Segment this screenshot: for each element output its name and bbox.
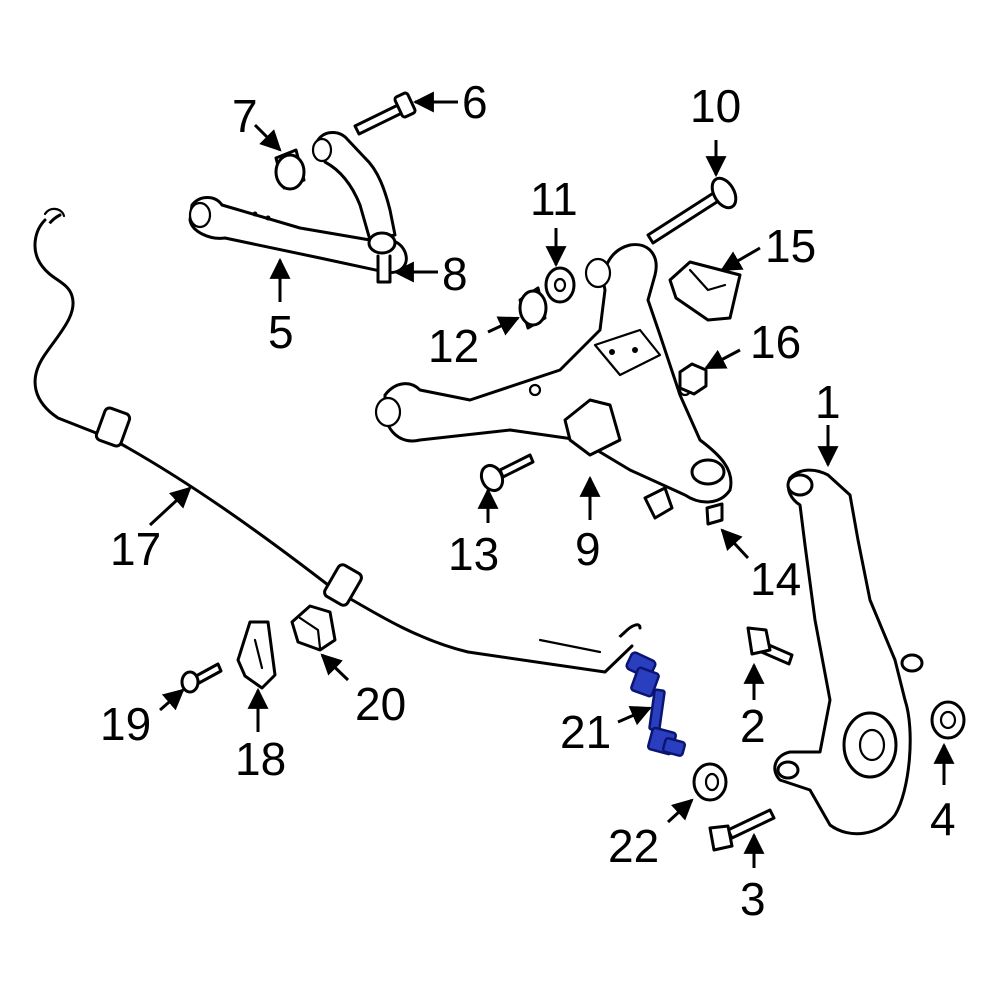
- stabilizer-bracket-part[interactable]: [236, 620, 277, 690]
- link-bushing-part[interactable]: [692, 762, 728, 802]
- stabilizer-link-part[interactable]: [625, 651, 687, 757]
- ball-joint-nut-part[interactable]: [678, 362, 708, 396]
- link-bolt-part[interactable]: [708, 808, 776, 852]
- callout-2: 2: [740, 700, 766, 752]
- callout-20: 20: [355, 678, 406, 730]
- leader-lines: [148, 91, 955, 868]
- callout-16: 16: [750, 316, 801, 368]
- lower-arm-bolt-part[interactable]: [646, 174, 741, 245]
- callout-labels: 1 2 3 4 5 6 7 8 9 10 11 12 13 14 15 16 1…: [100, 76, 956, 925]
- callout-13: 13: [448, 528, 499, 580]
- upper-arm-bushing-part[interactable]: [274, 148, 306, 191]
- steering-knuckle-part[interactable]: [773, 468, 924, 836]
- callout-18: 18: [235, 733, 286, 785]
- callout-1: 1: [815, 376, 841, 428]
- callout-17: 17: [110, 523, 161, 575]
- lower-control-arm-part[interactable]: [374, 243, 733, 520]
- knuckle-bolt-part[interactable]: [746, 626, 794, 666]
- callout-19: 19: [100, 698, 151, 750]
- callout-15: 15: [765, 220, 816, 272]
- dust-shield-part[interactable]: [668, 260, 742, 322]
- callout-3: 3: [740, 873, 766, 925]
- callout-5: 5: [268, 306, 294, 358]
- stabilizer-bushing-part[interactable]: [290, 604, 337, 652]
- callout-14: 14: [750, 553, 801, 605]
- callout-4: 4: [930, 793, 956, 845]
- callout-12: 12: [428, 320, 479, 372]
- knuckle-nut-part[interactable]: [930, 700, 966, 740]
- callout-7: 7: [232, 90, 258, 142]
- lower-arm-bushing-part[interactable]: [518, 286, 548, 330]
- stabilizer-bar-part[interactable]: [33, 207, 642, 674]
- callout-8: 8: [442, 248, 468, 300]
- washer-part[interactable]: [544, 266, 576, 304]
- upper-control-arm-part[interactable]: [188, 131, 408, 284]
- ball-joint-stud-part[interactable]: [705, 502, 724, 526]
- upper-arm-bolt-part[interactable]: [353, 91, 417, 136]
- callout-6: 6: [462, 76, 488, 128]
- callout-10: 10: [690, 80, 741, 132]
- callout-22: 22: [608, 820, 659, 872]
- bracket-bolt-part[interactable]: [180, 662, 223, 694]
- lower-arm-mount-bolt-part[interactable]: [477, 453, 535, 494]
- callout-11: 11: [530, 173, 578, 225]
- callout-21: 21: [560, 706, 611, 758]
- callout-9: 9: [575, 523, 601, 575]
